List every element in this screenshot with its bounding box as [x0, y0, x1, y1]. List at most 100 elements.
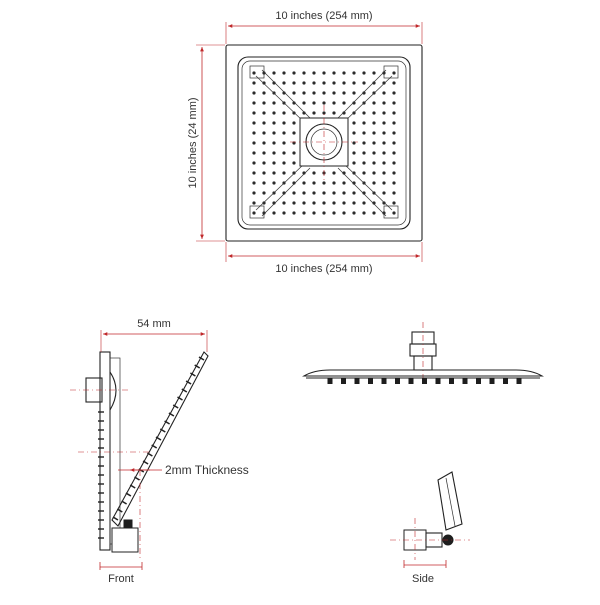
side-peg	[368, 378, 373, 384]
nozzle-dot	[262, 131, 266, 135]
nozzle-dot	[372, 211, 376, 215]
nozzle-dot	[262, 121, 266, 125]
nozzle-dot	[252, 111, 256, 115]
nozzle-dot	[262, 191, 266, 195]
nozzle-dot	[322, 111, 326, 115]
nozzle-dot	[252, 141, 256, 145]
nozzle-dot	[312, 71, 316, 75]
nozzle-dot	[352, 71, 356, 75]
nozzle-dot	[332, 201, 336, 205]
side-peg	[489, 378, 495, 384]
nozzle-dot	[282, 161, 286, 165]
side-peg	[462, 378, 468, 384]
tilt-nozzle	[138, 468, 145, 473]
nozzle-dot	[332, 101, 336, 105]
thickness-callout: 2mm Thickness	[118, 463, 249, 477]
top-view	[225, 44, 423, 242]
nozzle-dot	[352, 121, 356, 125]
side-peg	[516, 378, 522, 384]
corner-clips	[249, 65, 399, 219]
nozzle-dot	[262, 81, 266, 85]
nozzle-dot	[392, 171, 396, 175]
nozzle-dot	[282, 171, 286, 175]
wall-plate-inner	[109, 357, 121, 545]
nozzle-dot	[262, 101, 266, 105]
nozzle-grid	[252, 71, 396, 215]
tilt-nozzle	[181, 388, 188, 393]
tilted-head	[111, 351, 209, 527]
side-label: Side	[412, 573, 434, 585]
nozzle-dot	[302, 81, 306, 85]
face-inner	[237, 56, 411, 230]
nozzle-dot	[342, 191, 346, 195]
nozzle-dot	[302, 201, 306, 205]
nozzle-dot	[252, 201, 256, 205]
side-peg	[395, 378, 400, 384]
tilt-nozzle	[177, 396, 183, 401]
tilt-nozzle	[134, 476, 140, 481]
nozzle-dot	[362, 131, 366, 135]
nozzle-dot	[342, 211, 346, 215]
nozzle-dot	[342, 181, 346, 185]
nozzle-dot	[332, 71, 336, 75]
front-label-group: Front	[99, 562, 143, 585]
nozzle-dot	[372, 121, 376, 125]
nozzle-dot	[312, 101, 316, 105]
nozzle-dot	[382, 141, 386, 145]
nozzle-dot	[372, 71, 376, 75]
nozzle-dot	[342, 171, 346, 175]
nozzle-dot	[382, 91, 386, 95]
nozzle-dot	[262, 201, 266, 205]
nozzle-dot	[382, 151, 386, 155]
nozzle-dot	[252, 191, 256, 195]
tilt-nozzle	[151, 444, 158, 449]
side-peg	[327, 378, 333, 384]
nozzle-dot	[362, 111, 366, 115]
nozzle-dot	[272, 211, 276, 215]
nozzle-dot	[302, 191, 306, 195]
nozzle-dot	[392, 141, 396, 145]
nozzle-dot	[342, 81, 346, 85]
side-peg	[354, 378, 360, 384]
nozzle-dot	[352, 141, 356, 145]
nozzle-dot	[352, 191, 356, 195]
nozzle-dot	[382, 201, 386, 205]
nozzle-dot	[292, 201, 296, 205]
nozzle-dot	[252, 181, 256, 185]
tilt-nozzles	[112, 356, 205, 521]
tilt-nozzle	[159, 428, 166, 433]
nozzle-dot	[282, 121, 286, 125]
plate-nozzles	[98, 411, 104, 539]
nozzle-dot	[262, 141, 266, 145]
nozzle-dot	[362, 151, 366, 155]
nozzle-dot	[332, 81, 336, 85]
side-peg	[503, 378, 508, 384]
side-peg	[435, 378, 441, 384]
nozzle-dot	[392, 201, 396, 205]
nozzle-dot	[272, 171, 276, 175]
nozzle-dot	[332, 171, 336, 175]
nozzle-dot	[302, 171, 306, 175]
nozzle-dot	[392, 161, 396, 165]
nozzle-dot	[282, 151, 286, 155]
nozzle-dot	[312, 171, 316, 175]
nozzle-dot	[332, 111, 336, 115]
nozzle-dot	[382, 171, 386, 175]
nozzle-dot	[282, 141, 286, 145]
nozzle-dot	[382, 161, 386, 165]
nozzle-dot	[292, 71, 296, 75]
nozzle-dot	[252, 121, 256, 125]
dimension-top: 10 inches (254 mm)	[225, 10, 423, 44]
nozzle-dot	[252, 171, 256, 175]
tilt-nozzle	[121, 500, 128, 505]
dimension-left-label: 10 inches (24 mm)	[187, 97, 199, 188]
nozzle-dot	[362, 211, 366, 215]
side-label-group: Side	[403, 560, 447, 585]
nozzle-dot	[312, 181, 316, 185]
nozzle-dot	[322, 181, 326, 185]
nozzle-dot	[292, 91, 296, 95]
nozzle-dot	[372, 81, 376, 85]
nozzle-dot	[362, 171, 366, 175]
nozzle-dot	[272, 151, 276, 155]
nozzle-dot	[392, 91, 396, 95]
